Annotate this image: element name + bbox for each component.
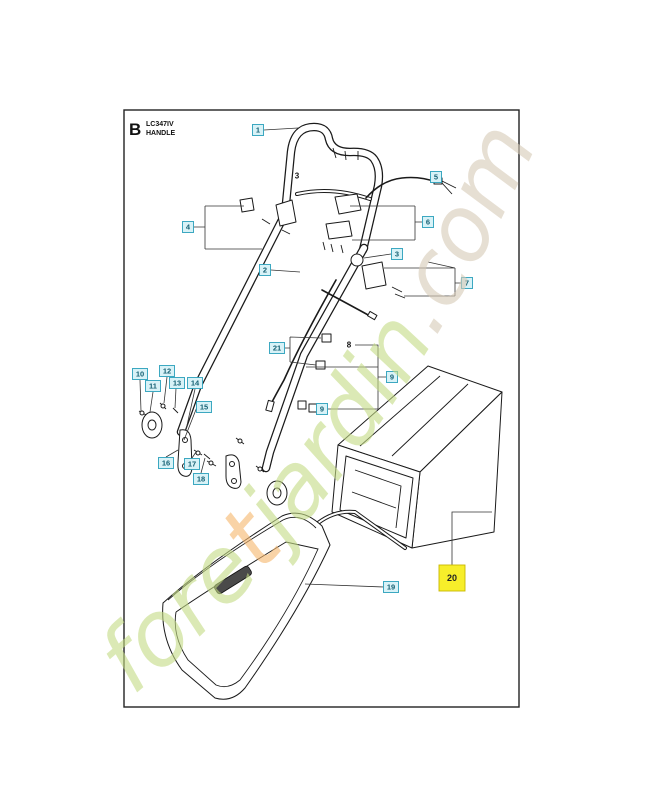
section-letter: B [129,120,141,139]
label-8-plain: 8 [347,341,352,350]
lower-handle-right [261,243,369,473]
svg-text:7: 7 [465,279,469,288]
callout-10[interactable]: 10 [132,368,148,380]
callout-17[interactable]: 17 [184,458,200,470]
callout-1[interactable]: 1 [252,124,264,136]
callout-12[interactable]: 12 [159,365,175,377]
cable-end [265,399,275,413]
connector-wires [441,180,457,195]
handle-knob-right [350,253,406,299]
callout-18[interactable]: 18 [193,473,209,485]
control-bail-bar [295,189,372,201]
diagram-header: B LC347IV HANDLE [129,120,175,139]
drive-cable [270,279,337,405]
svg-text:4: 4 [186,223,191,232]
svg-text:20: 20 [447,573,457,583]
watermark-part-4: .com [364,107,558,350]
diagram-frame [123,109,520,708]
grass-bag [316,365,503,550]
model-name: LC347IV [146,121,174,128]
callout-6[interactable]: 6 [422,216,434,228]
callout-20-highlighted[interactable]: 20 [438,564,466,592]
svg-text:9: 9 [320,405,324,414]
stop-cable [321,289,371,317]
wheel-hub-right [266,480,288,506]
callout-11[interactable]: 11 [145,380,161,392]
mounting-plate-right [225,454,242,489]
bolts-right [206,437,265,473]
svg-text:15: 15 [200,403,208,412]
callout-7[interactable]: 7 [461,277,473,289]
label-3-plain: 3 [295,172,300,181]
stop-cable-end [367,310,378,321]
callout-13[interactable]: 13 [169,377,185,389]
svg-text:2: 2 [263,266,267,275]
svg-text:3: 3 [395,250,399,259]
rear-flap [162,512,331,700]
section-title: HANDLE [146,130,175,137]
svg-text:17: 17 [188,460,196,469]
callout-19[interactable]: 19 [383,581,399,593]
wheel-hub-left [141,411,163,439]
callout-16[interactable]: 16 [158,457,174,469]
callout-21[interactable]: 21 [269,342,285,354]
leader-lines [139,127,492,588]
callout-15[interactable]: 15 [196,401,212,413]
svg-text:9: 9 [390,373,394,382]
svg-text:6: 6 [426,218,430,227]
flap-grip [214,565,252,595]
callout-2[interactable]: 2 [259,264,271,276]
svg-text:1: 1 [256,126,260,135]
control-box [322,193,362,254]
throttle-cable [365,176,437,199]
cable-clips [297,333,332,413]
svg-text:19: 19 [387,583,395,592]
callout-4[interactable]: 4 [182,221,194,233]
lower-handle-left [176,207,291,437]
svg-text:11: 11 [149,382,157,391]
callout-5[interactable]: 5 [430,171,442,183]
callout-9-upper[interactable]: 9 [386,371,398,383]
svg-text:18: 18 [197,475,205,484]
handle-bracket-left [239,197,297,235]
callout-3[interactable]: 3 [391,248,403,260]
upper-handle [280,122,384,255]
callout-9-lower[interactable]: 9 [316,403,328,415]
bolts-left [138,402,211,460]
svg-text:5: 5 [434,173,438,182]
svg-text:13: 13 [173,379,181,388]
svg-text:10: 10 [136,370,144,379]
svg-text:16: 16 [162,459,170,468]
svg-text:14: 14 [191,379,200,388]
callout-14[interactable]: 14 [187,377,203,389]
svg-text:12: 12 [163,367,171,376]
svg-text:21: 21 [273,344,281,353]
